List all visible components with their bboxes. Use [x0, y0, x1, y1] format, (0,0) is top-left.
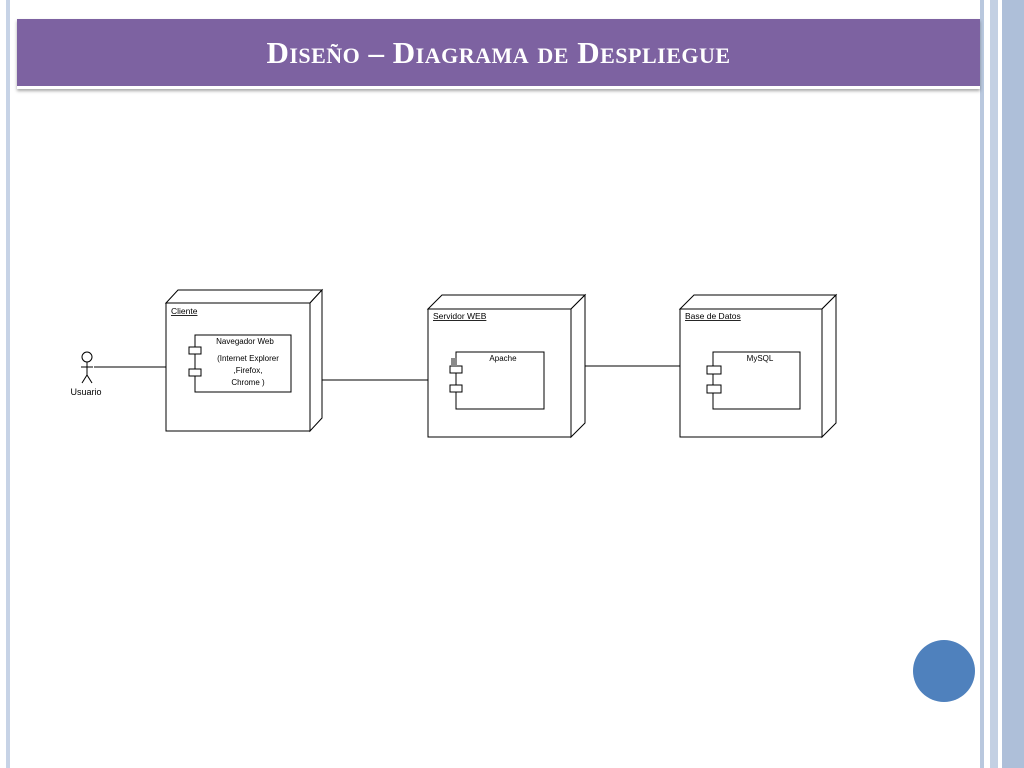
component-mysql: [706, 351, 801, 410]
component-apache: [449, 351, 545, 410]
component-body: [194, 334, 292, 393]
actor-left-leg: [81, 374, 88, 384]
title-bar: Diseño – Diagrama de Despliegue: [17, 19, 980, 89]
node-servidor-label: Servidor WEB: [433, 311, 487, 321]
component-port-bottom: [706, 384, 722, 394]
component-apache-name: Apache: [489, 354, 517, 363]
decorative-blue-circle: [913, 640, 975, 702]
component-port-top: [706, 365, 722, 375]
actor-head: [81, 351, 93, 363]
component-navegador-desc-3: Chrome ): [231, 378, 265, 387]
component-navegador-desc-2: ,Firefox,: [234, 366, 263, 375]
node-top-face: [426, 294, 587, 310]
component-port-bottom: [449, 384, 463, 393]
component-navegador-name: Navegador Web: [216, 337, 274, 346]
component-shadow-mark: [451, 358, 457, 366]
actor-label: Usuario: [70, 387, 101, 397]
node-cliente-label: Cliente: [171, 306, 198, 316]
actor-right-leg: [86, 374, 93, 384]
node-side-face: [821, 293, 837, 439]
component-body: [712, 351, 801, 410]
actor-usuario: [81, 351, 93, 384]
component-navegador-desc-1: (Internet Explorer: [217, 354, 279, 363]
component-navegador-web: [188, 334, 292, 393]
component-port-top: [449, 365, 463, 374]
component-port-bottom: [188, 368, 202, 377]
component-body: [455, 351, 545, 410]
node-top-face: [678, 294, 838, 310]
slide-title: Diseño – Diagrama de Despliegue: [266, 34, 731, 70]
node-top-face: [164, 289, 324, 304]
node-side-face: [570, 293, 586, 439]
node-side-face: [309, 288, 323, 433]
component-mysql-name: MySQL: [747, 354, 774, 363]
right-slide-border: [978, 0, 1024, 768]
component-port-top: [188, 346, 202, 355]
node-basedatos-label: Base de Datos: [685, 311, 741, 321]
left-slide-border: [0, 0, 10, 768]
